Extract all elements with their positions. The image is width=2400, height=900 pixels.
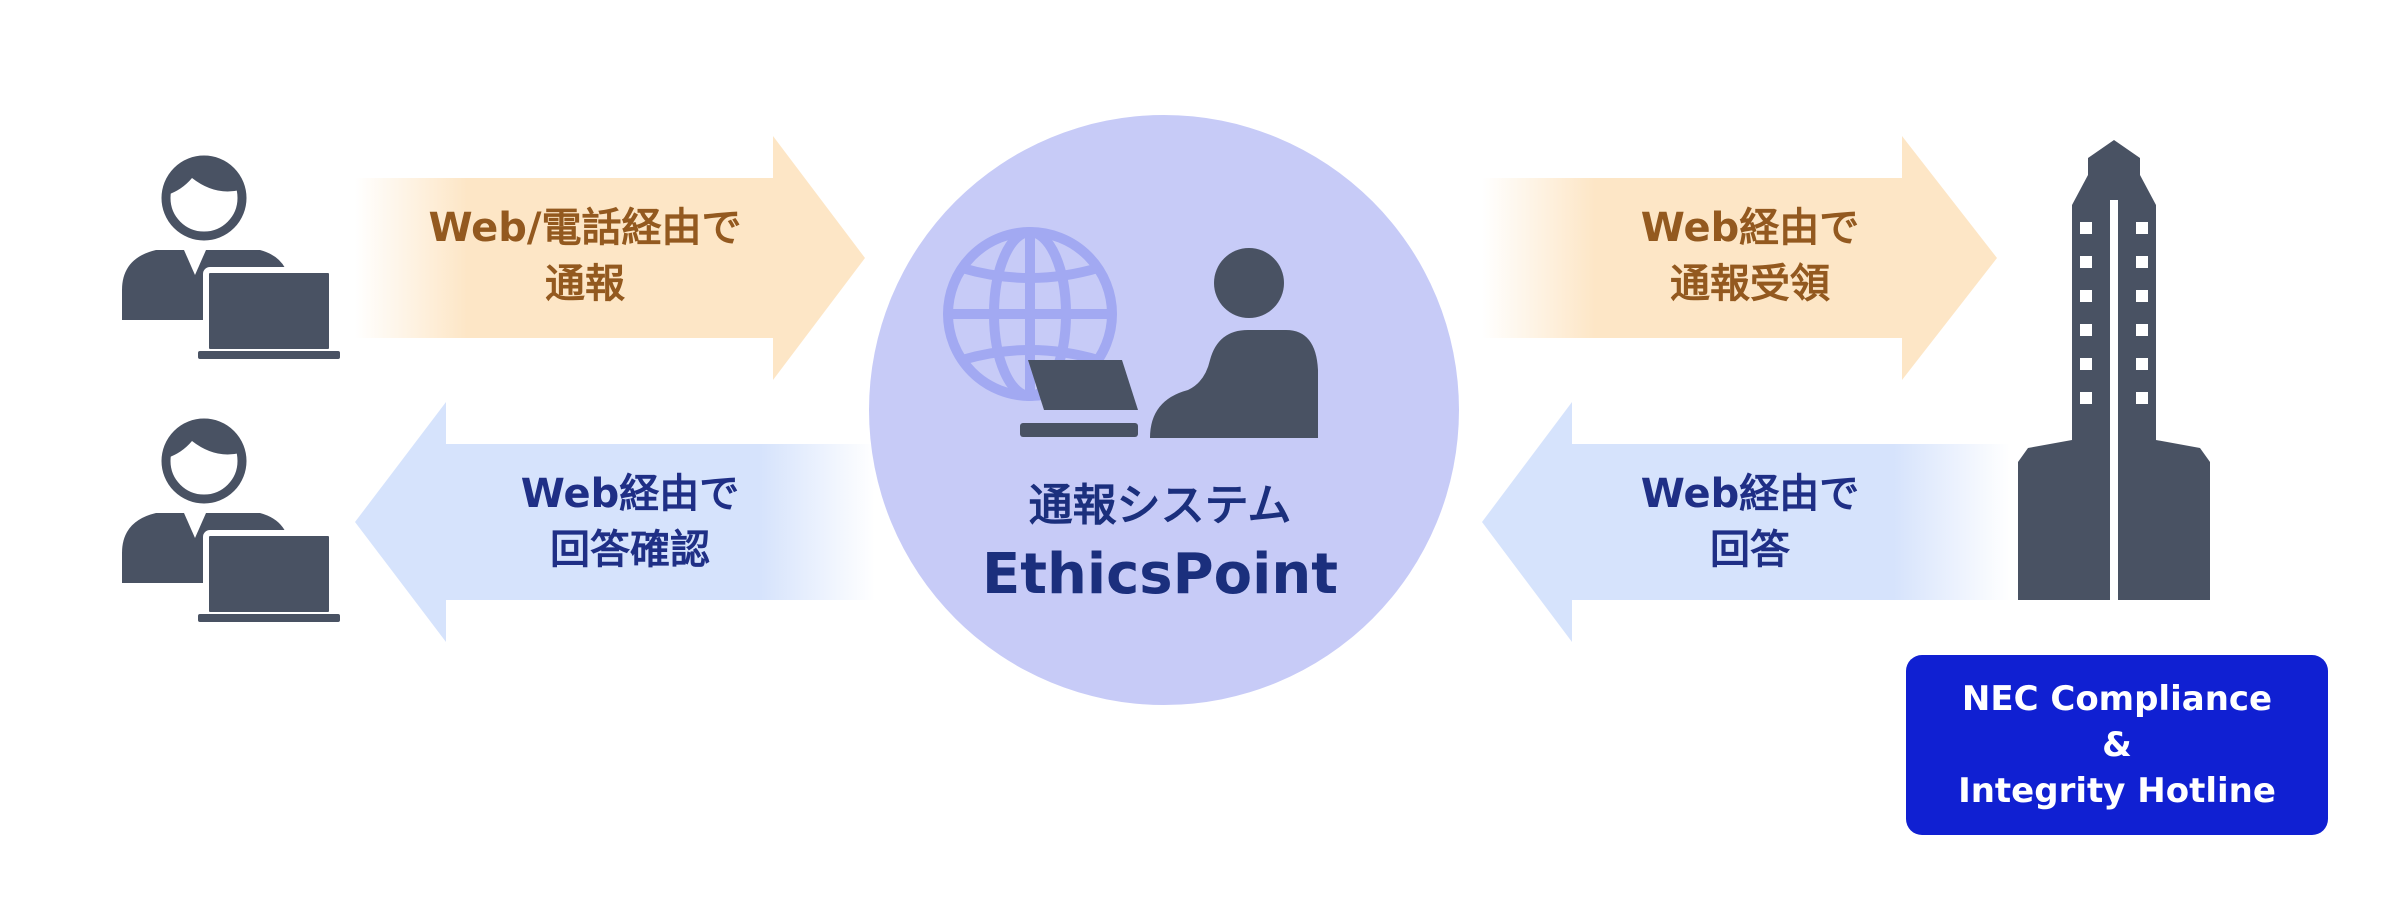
arrow-label-line: Web/電話経由で bbox=[428, 205, 742, 251]
arrow-label-receive-report: Web経由で 通報受領 bbox=[1580, 200, 1920, 312]
hotline-line: NEC Compliance bbox=[1961, 679, 2273, 719]
arrow-system-to-hotline bbox=[1482, 136, 1997, 380]
arrow-label-line: Web経由で bbox=[1640, 471, 1860, 517]
arrow-report-to-system bbox=[355, 136, 865, 380]
arrow-label-line: Web経由で bbox=[520, 471, 740, 517]
arrow-label-line: 通報受領 bbox=[1670, 261, 1830, 307]
operator-person-icon bbox=[1150, 248, 1318, 438]
arrow-label-report: Web/電話経由で 通報 bbox=[405, 200, 765, 312]
arrow-system-to-reporter bbox=[355, 402, 875, 642]
arrow-label-line: Web経由で bbox=[1640, 205, 1860, 251]
arrow-hotline-to-system bbox=[1482, 402, 2010, 642]
system-name-japanese: 通報システム bbox=[1028, 480, 1292, 531]
arrow-label-confirm-answer: Web経由で 回答確認 bbox=[470, 466, 790, 578]
hotline-line: Integrity Hotline bbox=[1958, 771, 2276, 811]
arrow-label-line: 通報 bbox=[545, 261, 625, 307]
building-icon bbox=[2018, 140, 2210, 600]
hotline-label-box: NEC Compliance & Integrity Hotline bbox=[1906, 655, 2328, 835]
operator-laptop-icon bbox=[1020, 360, 1138, 437]
hotline-line: & bbox=[2102, 725, 2132, 765]
reporter-icon bbox=[122, 418, 340, 622]
arrow-label-line: 回答確認 bbox=[550, 527, 710, 573]
globe-icon bbox=[943, 227, 1117, 401]
system-name-ethicspoint: EthicsPoint bbox=[982, 542, 1338, 607]
reporter-icon bbox=[122, 155, 340, 359]
arrow-label-line: 回答 bbox=[1710, 527, 1790, 573]
arrow-label-answer: Web経由で 回答 bbox=[1600, 466, 1900, 578]
